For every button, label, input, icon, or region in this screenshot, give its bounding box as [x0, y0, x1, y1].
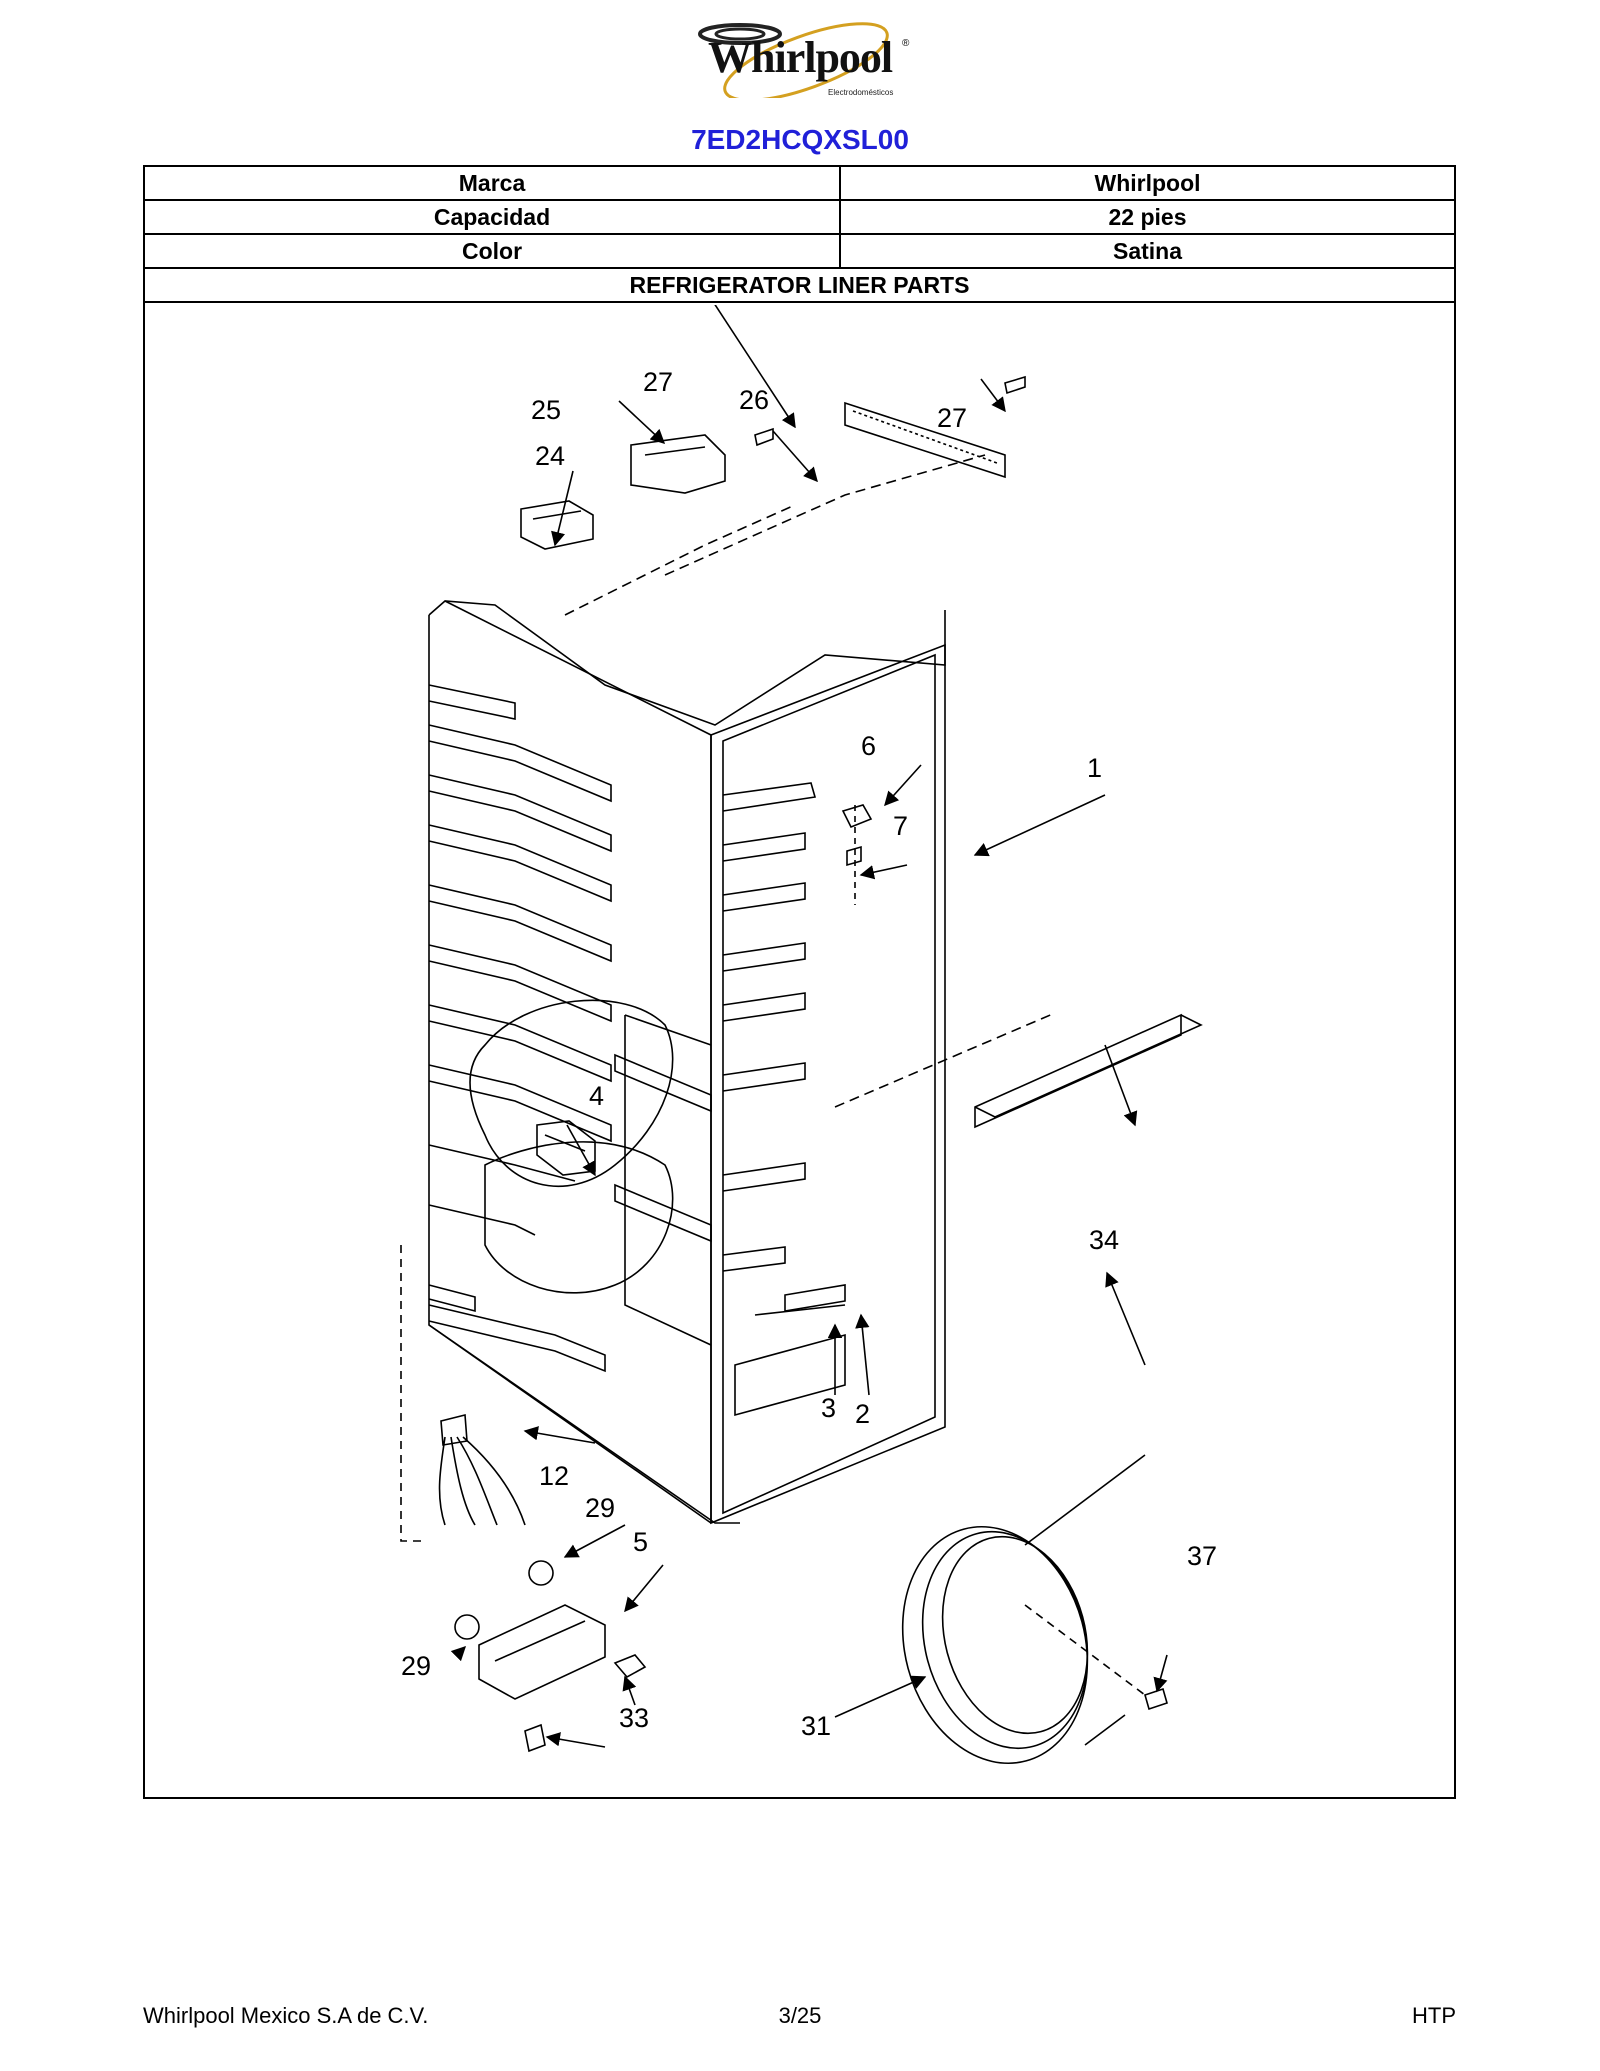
- logo-registered-mark: ®: [902, 38, 910, 49]
- spec-value: Whirlpool: [1094, 170, 1201, 196]
- spec-row-color: Color Satina: [145, 235, 1454, 269]
- shelf-part: [834, 1012, 1203, 1129]
- callout-3: 3: [821, 1393, 836, 1423]
- callout-labels: 1 2 3 4 5 6 7 12 24 25 26 27 27 29 29 31…: [401, 367, 1217, 1741]
- callout-37: 37: [1187, 1541, 1217, 1571]
- callout-5: 5: [633, 1527, 648, 1557]
- lamp-module: [536, 1120, 596, 1176]
- whirlpool-logo: Whirlpool ® Electrodomésticos: [690, 18, 920, 98]
- tubing-coil: [901, 1454, 1168, 1765]
- logo-swirl-icon: [698, 22, 889, 98]
- callout-27-left: 27: [643, 367, 673, 397]
- callout-33: 33: [619, 1703, 649, 1733]
- callout-27-right: 27: [937, 403, 967, 433]
- callout-31: 31: [801, 1711, 831, 1741]
- callout-4: 4: [589, 1081, 604, 1111]
- spec-label: Color: [145, 235, 841, 267]
- callout-7: 7: [893, 811, 908, 841]
- callout-29-lower: 29: [401, 1651, 431, 1681]
- callout-arrows: [450, 305, 1168, 1748]
- callout-1: 1: [1087, 753, 1102, 783]
- spec-value: Satina: [1112, 238, 1183, 264]
- callout-6: 6: [861, 731, 876, 761]
- spec-row-capacity: Capacidad 22 pies: [145, 201, 1454, 235]
- spec-row-brand: Marca Whirlpool: [145, 167, 1454, 201]
- control-housing-parts: [520, 375, 1026, 616]
- bracket-parts: [841, 804, 873, 905]
- spec-label: Marca: [145, 167, 841, 199]
- callout-12: 12: [539, 1461, 569, 1491]
- callout-2: 2: [855, 1399, 870, 1429]
- callout-29-upper: 29: [585, 1493, 615, 1523]
- callout-24: 24: [535, 441, 565, 471]
- section-title: REFRIGERATOR LINER PARTS: [629, 272, 970, 298]
- logo-subtitle: Electrodomésticos: [828, 88, 894, 97]
- lamp-assembly-parts: [438, 1413, 647, 1753]
- section-title-row: REFRIGERATOR LINER PARTS: [145, 269, 1454, 303]
- logo-wordmark: Whirlpool: [708, 33, 893, 82]
- refrigerator-liner: [400, 600, 946, 1542]
- callout-25: 25: [531, 395, 561, 425]
- spec-value: 22 pies: [1108, 204, 1187, 230]
- footer-company: Whirlpool Mexico S.A de C.V.: [143, 2003, 429, 2028]
- callout-26: 26: [739, 385, 769, 415]
- liner-parts-diagram: 1 2 3 4 5 6 7 12 24 25 26 27 27 29 29 31…: [400, 305, 1217, 1765]
- footer-code: HTP: [1412, 2003, 1456, 2028]
- model-number: 7ED2HCQXSL00: [691, 124, 909, 155]
- spec-table: Marca Whirlpool Capacidad 22 pies Color …: [143, 165, 1456, 1799]
- spec-label: Capacidad: [145, 201, 841, 233]
- callout-34: 34: [1089, 1225, 1119, 1255]
- footer-page-number: 3/25: [778, 2003, 822, 2028]
